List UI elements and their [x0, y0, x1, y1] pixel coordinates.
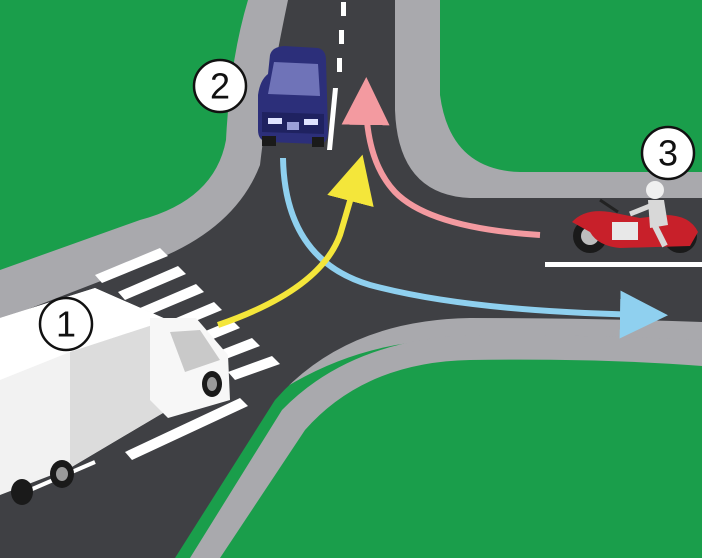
badge-vehicle-1: 1: [38, 296, 94, 352]
car: [258, 46, 328, 147]
truck-path-arrow: [217, 154, 374, 328]
badge-vehicle-2: 2: [192, 58, 248, 114]
badge-vehicle-2-label: 2: [210, 66, 230, 107]
sidewalk-south: [190, 335, 702, 558]
motorcycle: [572, 181, 698, 253]
car-icon: [258, 46, 328, 147]
car-path-arrow: [280, 157, 668, 339]
motorcycle-icon: [572, 181, 698, 253]
motorcycle-path-arrow: [341, 77, 541, 238]
grass-south: [215, 360, 702, 558]
crosswalk: [95, 248, 280, 460]
north-lane-markings: [327, 2, 346, 150]
east-stop-line: [545, 262, 702, 267]
badge-vehicle-3: 3: [640, 125, 696, 181]
badge-vehicle-1-label: 1: [56, 304, 76, 345]
badge-vehicle-3-label: 3: [658, 133, 678, 174]
